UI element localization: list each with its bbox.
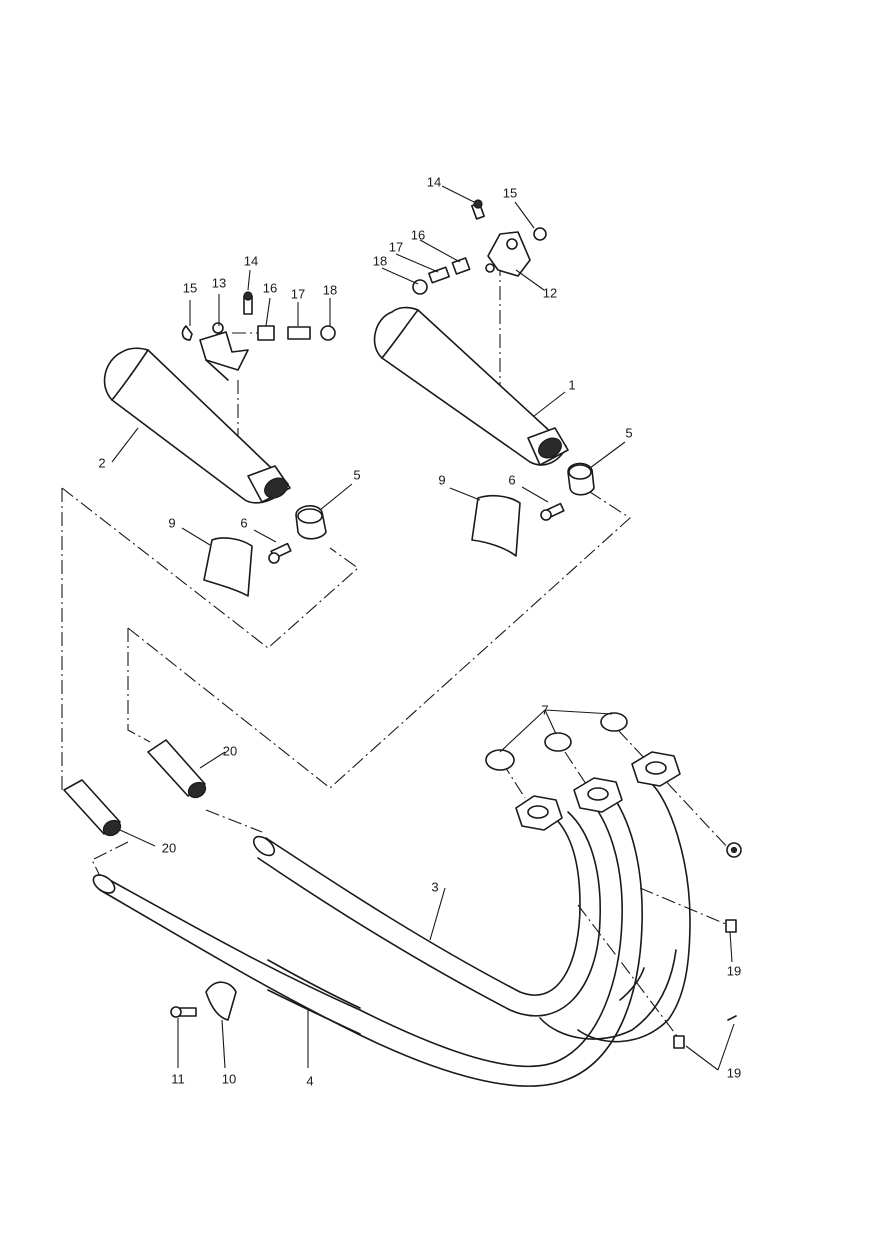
left-bracket-hardware	[181, 291, 336, 381]
callout-16-right: 16	[411, 227, 425, 242]
right-bracket-hardware	[412, 199, 547, 295]
callout-19-upper: 19	[727, 963, 741, 978]
leader-lines	[111, 185, 735, 1071]
right-clamp-bolt	[540, 502, 565, 521]
assembly-lines	[61, 262, 731, 1041]
callout-14-right: 14	[427, 174, 441, 189]
callout-13: 13	[212, 275, 226, 290]
left-connector-sleeve	[63, 779, 122, 837]
callout-9-right: 9	[438, 472, 445, 487]
callout-12: 12	[543, 285, 557, 300]
callout-18-right: 18	[373, 253, 387, 268]
callout-17-right: 17	[389, 239, 403, 254]
left-silencer	[103, 347, 291, 504]
header-nuts-studs	[673, 842, 742, 1049]
callout-labels: 1 2 3 4 5 5 6 6 7 9 9 10 11 12 13 14 14 …	[98, 174, 741, 1088]
callout-11: 11	[171, 1071, 185, 1086]
callout-15-right: 15	[503, 185, 517, 200]
right-silencer	[373, 306, 569, 466]
callout-15-left: 15	[183, 280, 197, 295]
left-clamp	[295, 505, 327, 540]
left-clamp-bolt	[268, 542, 292, 564]
right-clamp	[567, 462, 595, 496]
callout-10: 10	[222, 1071, 236, 1086]
callout-20-lower: 20	[162, 840, 176, 855]
callout-4: 4	[306, 1073, 313, 1088]
callout-1: 1	[568, 377, 575, 392]
callout-20-upper: 20	[223, 743, 237, 758]
callout-6-left: 6	[240, 515, 247, 530]
callout-19-lower: 19	[727, 1065, 741, 1080]
exhaust-gaskets	[485, 712, 628, 771]
left-heat-shield	[203, 537, 253, 597]
callout-7: 7	[541, 702, 548, 717]
callout-6-right: 6	[508, 472, 515, 487]
callout-2: 2	[98, 455, 105, 470]
callout-17-left: 17	[291, 286, 305, 301]
callout-5-right: 5	[625, 425, 632, 440]
guard-plate	[205, 981, 237, 1021]
callout-5-left: 5	[353, 467, 360, 482]
callout-3: 3	[431, 879, 438, 894]
callout-18-left: 18	[323, 282, 337, 297]
right-heat-shield	[471, 494, 521, 557]
guard-screw	[170, 1006, 197, 1018]
right-connector-sleeve	[147, 739, 207, 799]
exhaust-headers	[92, 751, 691, 1087]
callout-9-left: 9	[168, 515, 175, 530]
callout-16-left: 16	[263, 280, 277, 295]
callout-14-left: 14	[244, 253, 258, 268]
